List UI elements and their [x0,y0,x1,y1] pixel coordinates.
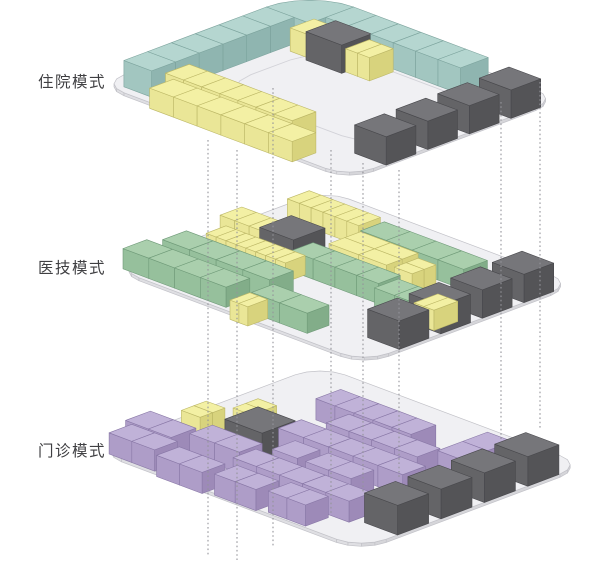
inpatient-level-block-top [437,48,489,69]
inpatient-level-block-top [437,82,500,106]
outpatient-level-block-top [377,456,426,475]
inpatient-level-block-top [357,43,394,58]
outpatient-level-block-top [325,483,372,502]
medical-technology-level-block-top [437,250,488,270]
medical-technology-level-block-top [275,251,306,264]
medical-technology-level-block-top [423,297,458,311]
medical-technology-level-block-side [229,299,240,323]
outpatient-level-block-top [286,489,329,506]
outpatient-level-block-top [179,455,226,473]
inpatient-level-band-corner-top [266,0,354,24]
medical-technology-level-block-top [259,215,326,241]
inpatient-level-block-top [268,123,317,142]
outpatient-level-block-top [131,432,178,451]
inpatient-level-block-side [357,52,370,82]
outpatient-level-block-top [214,434,263,453]
floor-label-outpatient: 门诊模式 [38,442,106,460]
diagram-canvas [108,0,571,547]
outpatient-level-block-top [394,439,441,458]
outpatient-level [108,370,571,547]
medical-technology-level-block-top [242,260,294,281]
inpatient-level-block-top [273,104,317,121]
inpatient-level-block-top [479,66,541,91]
medical-technology-level-block-top [394,262,425,275]
medical-technology-level-block-top [279,294,330,314]
outpatient-level-block-top [181,405,213,418]
outpatient-level-block-top [148,419,197,438]
floor-label-inpatient: 住院模式 [38,72,106,91]
medical-technology-level-block-top [492,250,554,275]
inpatient-level-block-top [395,97,458,122]
floor-label-medical-technology: 医技模式 [38,259,106,277]
outpatient-level-block-top [224,406,296,434]
guide-lines [207,82,541,560]
outpatient-level-block-top [234,472,279,490]
inpatient-level-block-top [354,113,417,138]
medical-technology-level-block-top [358,248,403,266]
inpatient-level [113,0,546,176]
medical-technology-level-block-top [356,266,401,284]
outpatient-level-block-top [391,417,437,435]
medical-technology-level-block-side [238,303,249,327]
outpatient-level-block-top [494,432,560,457]
outpatient-level-block-top [272,440,321,459]
medical-technology-level-block-top [346,212,381,226]
outpatient-level-block-top [407,464,473,490]
outpatient-level-block-top [364,481,429,506]
medical-technology-level-block-top [238,295,268,308]
inpatient-level-block-top [305,20,372,46]
outpatient-level-block-top [328,461,375,479]
outpatient-level-block-top [451,448,516,474]
inpatient-level-block-side [345,48,358,77]
inpatient-level-block-top [123,51,176,72]
medical-technology-level [122,190,561,361]
